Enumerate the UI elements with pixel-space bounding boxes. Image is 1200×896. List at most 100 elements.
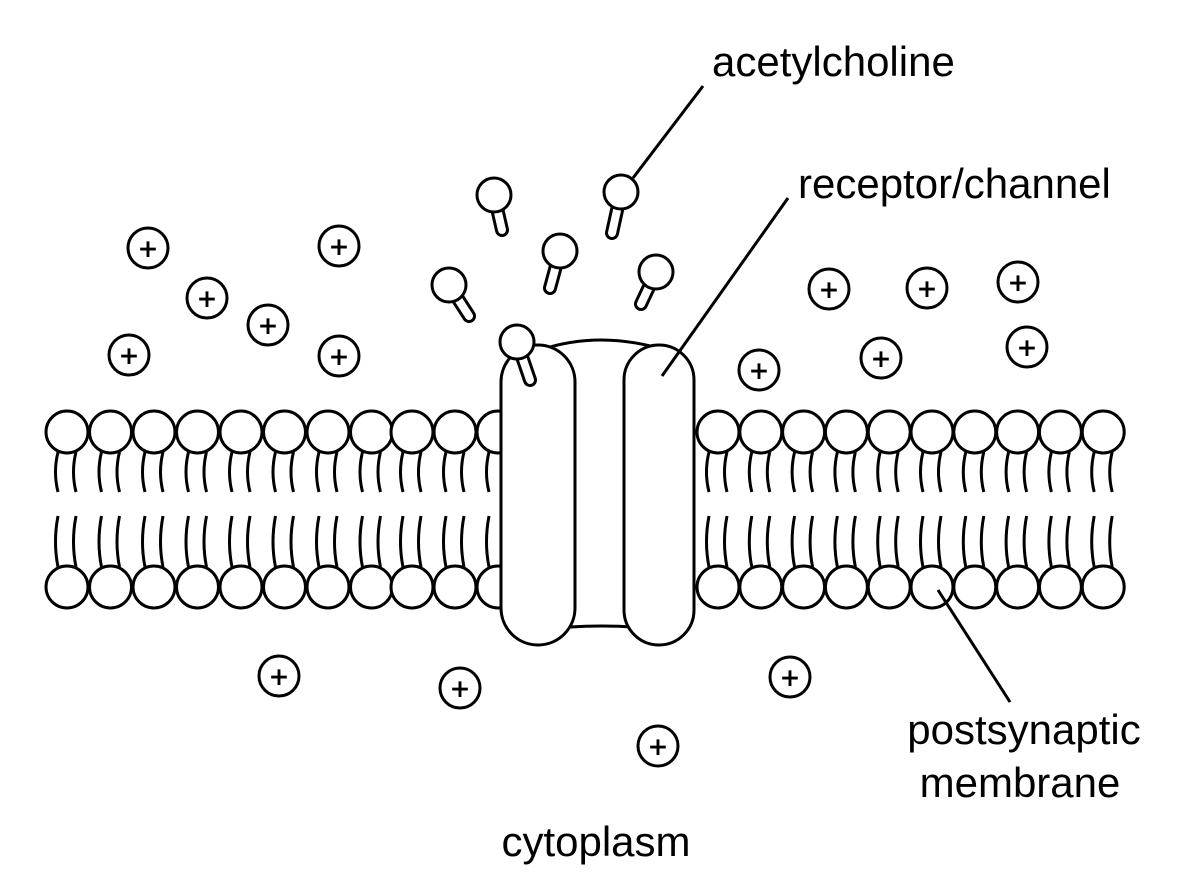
phospholipid	[909, 409, 955, 610]
plus-sign: +	[1017, 333, 1038, 362]
lipid-tail	[851, 515, 857, 568]
phospholipid	[349, 409, 394, 610]
phospholipid	[1080, 409, 1126, 610]
lipid-tail	[202, 515, 208, 568]
plus-sign: +	[648, 732, 669, 761]
plus-sign: +	[749, 356, 770, 385]
lipid-tail	[919, 515, 925, 568]
lipid-tail	[54, 515, 60, 568]
phospholipid	[175, 409, 220, 610]
lipid-tail	[376, 515, 382, 568]
lipid-tail	[894, 515, 900, 568]
ion-circle	[859, 336, 903, 380]
phospholipid	[866, 409, 912, 610]
lipid-tail	[747, 451, 754, 493]
lipid-tail	[228, 515, 234, 568]
lipid-head	[866, 564, 912, 610]
phospholipid	[389, 409, 435, 610]
lipid-tail	[723, 451, 729, 493]
lipid-tail	[315, 515, 321, 568]
lipid-head	[175, 564, 220, 610]
lipid-head	[1080, 409, 1126, 455]
lipid-head	[88, 564, 133, 610]
phospholipid	[738, 409, 784, 610]
plus-sign: +	[138, 234, 159, 263]
lipid-tail	[1047, 451, 1053, 493]
phospholipid	[131, 409, 177, 610]
lipid-tail	[333, 451, 339, 493]
lipid-tail	[1090, 515, 1096, 568]
membrane-leader-line	[936, 589, 1012, 703]
ach-head	[475, 176, 513, 214]
ion-circle	[996, 260, 1040, 304]
phospholipid	[823, 409, 869, 610]
lipid-head	[909, 409, 955, 455]
lipid-tail	[1065, 515, 1071, 568]
phospholipid	[995, 409, 1041, 610]
lipid-head	[131, 409, 177, 455]
lipid-head	[738, 409, 784, 455]
lipid-tail	[399, 451, 405, 493]
lipid-head	[389, 564, 435, 610]
lipid-tail	[115, 515, 121, 568]
lipid-tail	[184, 515, 190, 568]
lipid-tail	[72, 515, 78, 568]
cation-ion: +	[438, 666, 482, 710]
lipid-head	[952, 564, 998, 610]
lipid-head	[305, 409, 351, 455]
plus-sign: +	[1008, 268, 1029, 297]
ion-circle	[807, 267, 851, 311]
lipid-head	[389, 409, 435, 455]
lipid-tail	[1065, 451, 1071, 493]
lipid-head	[432, 564, 478, 610]
ion-circle	[768, 655, 812, 699]
receptor-leader-line	[660, 197, 790, 377]
lipid-tail	[228, 451, 234, 493]
cation-ion: +	[737, 348, 781, 392]
lipid-tail	[1004, 515, 1011, 568]
lipid-tail	[460, 451, 466, 493]
cation-ion: +	[636, 724, 680, 768]
lipid-tail	[894, 451, 900, 493]
plus-sign: +	[269, 662, 290, 691]
plus-sign: +	[119, 341, 140, 370]
cation-ion: +	[859, 336, 903, 380]
lipid-tail	[54, 451, 60, 493]
lipid-head	[44, 409, 90, 455]
lipid-head	[1037, 409, 1083, 455]
lipid-head	[695, 409, 741, 455]
cation-ion: +	[317, 334, 361, 378]
phospholipid	[88, 409, 133, 610]
cation-ions: ++++++++++++++++	[107, 224, 1049, 768]
lipid-head	[44, 564, 90, 610]
lipid-tail	[979, 451, 986, 493]
acetylcholine-leader-line	[631, 85, 705, 179]
lipid-tail	[1047, 515, 1053, 568]
phospholipid	[1037, 409, 1083, 610]
ion-circle	[126, 226, 170, 270]
acetylcholine-label: acetylcholine	[712, 38, 955, 85]
receptor-channel-label: receptor/channel	[798, 160, 1111, 207]
lipid-tail	[765, 515, 772, 568]
plus-sign: +	[871, 344, 892, 373]
plus-sign: +	[917, 274, 938, 303]
receptor-channel	[499, 338, 696, 647]
label-leaders	[631, 85, 1012, 703]
postsynaptic-label: postsynaptic	[907, 706, 1140, 753]
lipid-tail	[246, 515, 252, 568]
lipid-tail	[705, 451, 711, 493]
plus-sign: +	[780, 663, 801, 692]
lipid-tail	[937, 515, 943, 568]
membrane-label: membrane	[920, 759, 1121, 806]
lipid-head	[131, 564, 177, 610]
lipid-tail	[747, 515, 754, 568]
lipid-tail	[442, 515, 448, 568]
lipid-tail	[97, 451, 103, 493]
acetylcholine-molecules	[430, 173, 675, 387]
lipid-tail	[919, 451, 925, 493]
cation-ion: +	[126, 226, 170, 270]
lipid-tail	[159, 515, 165, 568]
plus-sign: +	[450, 674, 471, 703]
ion-circle	[636, 724, 680, 768]
lipid-tail	[271, 515, 277, 568]
